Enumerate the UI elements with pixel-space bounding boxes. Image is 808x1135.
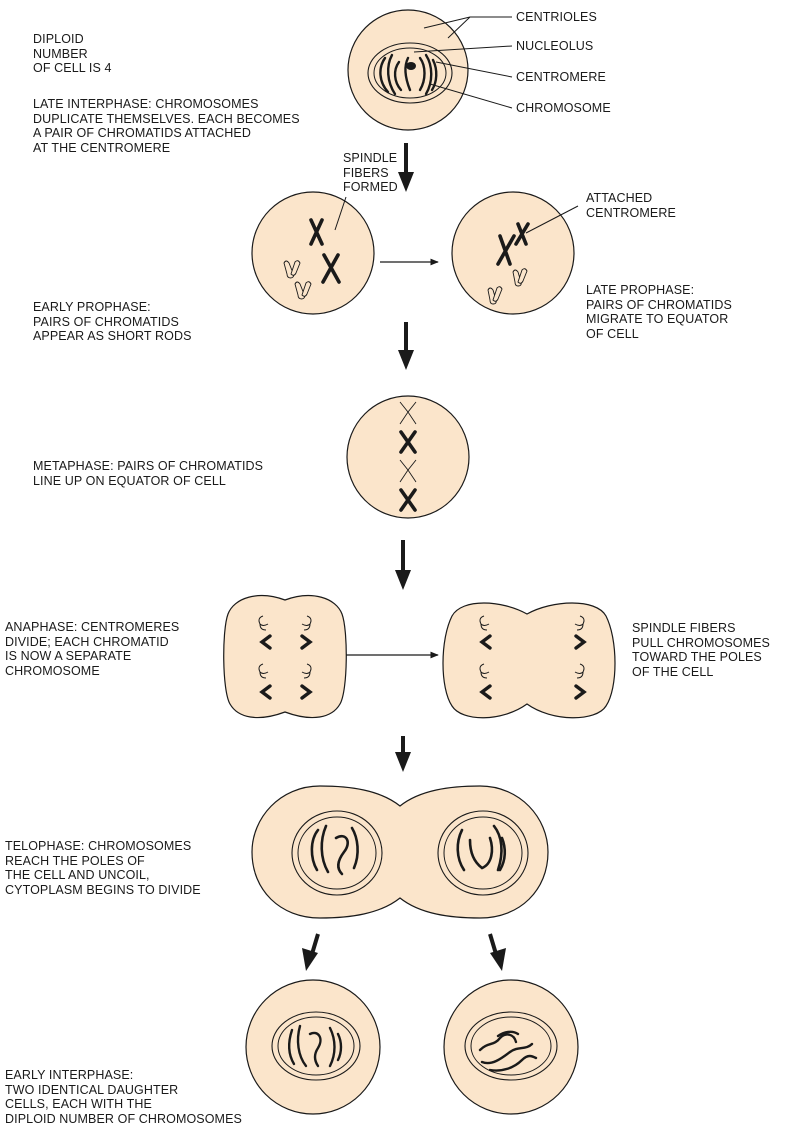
centrioles-label: CENTRIOLES [516,10,597,24]
cell-early-prophase [251,191,375,315]
chromosome-label: CHROMOSOME [516,101,611,115]
arrow-down-3 [395,540,411,590]
daughter-cell-right [443,979,579,1115]
coiled-chromosomes [379,53,438,96]
attached-centromere-leader [525,205,579,234]
cell-anaphase-late [442,602,616,719]
nucleolus-dot [406,62,416,70]
cell-anaphase [223,595,347,719]
cell-telophase [251,785,549,919]
arrow-down-1 [398,143,414,192]
daughter-cell-left [245,979,381,1115]
cell-metaphase [346,395,470,519]
arrow-down-4 [395,736,411,772]
arrow-down-left [302,933,320,971]
spindle-leader [334,196,347,231]
arrow-down-2 [398,322,414,370]
arrow-down-right [488,933,506,971]
centromere-label: CENTROMERE [516,70,606,84]
cell1-leader-lines [413,16,513,109]
nucleolus-label: NUCLEOLUS [516,39,594,53]
cell-late-interphase [347,9,469,131]
cell-late-prophase [451,191,575,315]
